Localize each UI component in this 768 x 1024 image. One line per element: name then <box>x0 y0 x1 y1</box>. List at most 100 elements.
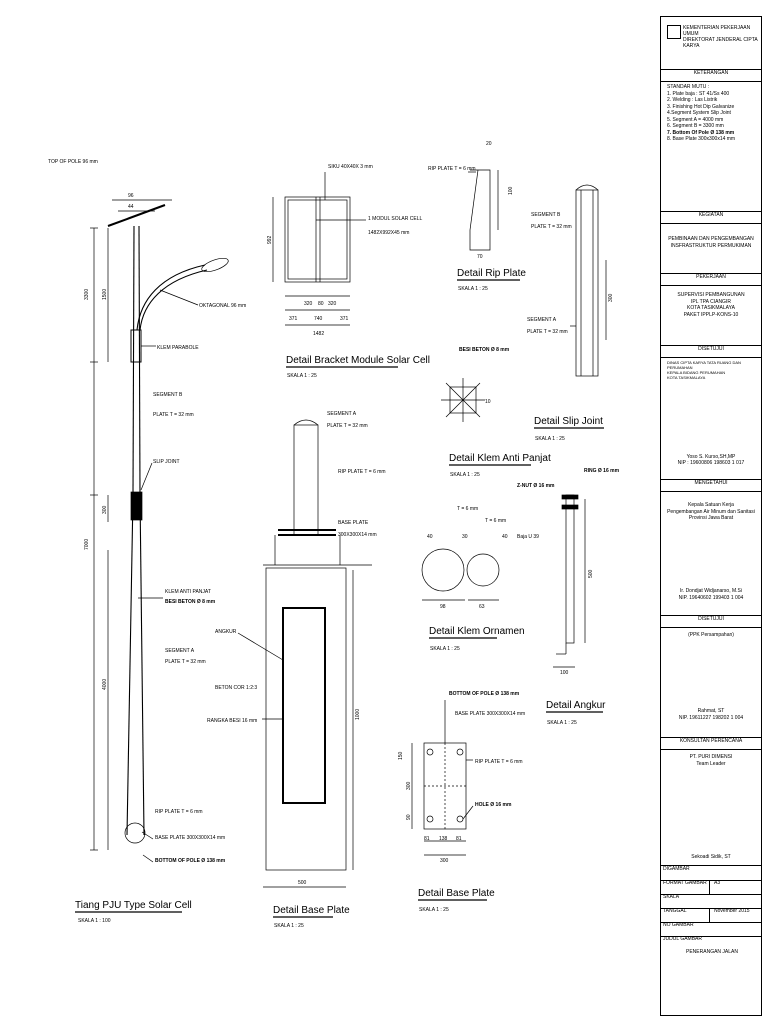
standar-0: STANDAR MUTU : <box>667 84 710 90</box>
disetujui-block: DINAS CIPTA KARYA TATA RUANG DAN PERUMAH… <box>661 357 761 479</box>
tanggal-row: TANGGAL November 2015 <box>661 908 761 923</box>
digambar-label: DIGAMBAR <box>663 866 690 872</box>
ornamen-scale: SKALA 1 : 25 <box>430 646 460 652</box>
rip-scale: SKALA 1 : 25 <box>458 286 488 292</box>
konsultan-block: PT. PURI DIMENSI Team Leader Sekoadi Sid… <box>661 749 761 865</box>
angkur-title: Detail Angkur <box>546 700 606 711</box>
angkur-detail: Z-NUT Ø 16 mm RING Ø 16 mm Baja U 39 500… <box>517 468 620 726</box>
ministry-line-1: KEMENTERIAN PEKERJAAN UMUM <box>683 25 751 37</box>
siku-label: SIKU 40X40X 3 mm <box>328 164 373 170</box>
judul-label: JUDUL GAMBAR <box>663 936 702 942</box>
klem-parabole-label: KLEM PARABOLE <box>157 345 199 351</box>
klem-panjat-scale: SKALA 1 : 25 <box>450 472 480 478</box>
signer3-nip: NIP. 19611227 198202 1 004 <box>678 714 744 721</box>
base1-scale: SKALA 1 : 25 <box>274 923 304 929</box>
base2-title: Detail Base Plate <box>418 888 495 899</box>
dim-740: 740 <box>314 316 323 322</box>
signer1-nip: NIP : 19600806 198603 1 017 <box>677 460 745 466</box>
no-gambar-row: NO GAMBAR <box>661 922 761 937</box>
slip-dim-300: 300 <box>608 293 614 302</box>
dim-3300: 3300 <box>84 289 90 300</box>
standar-mutu: STANDAR MUTU : 1. Plate baja : ST 41/Ss … <box>661 81 761 211</box>
digambar-row: DIGAMBAR <box>661 866 761 881</box>
base2-scale: SKALA 1 : 25 <box>419 907 449 913</box>
ornamen-98: 98 <box>440 604 446 610</box>
ppk: (PPK Persampahan) <box>688 632 734 638</box>
angkur-baja: Baja U 39 <box>517 534 539 540</box>
bp-dim-1000: 1000 <box>355 709 361 720</box>
modul-dim-label: 1482X992X45 mm <box>368 230 409 236</box>
bp-dim-500: 500 <box>298 880 307 886</box>
signer3: Rahmat, ST <box>697 708 725 714</box>
slip-title: Detail Slip Joint <box>534 416 603 427</box>
kegiatan-1: INSFRASTRUKTUR PERMUKIMAN <box>670 242 752 249</box>
base1-title: Detail Base Plate <box>273 905 350 916</box>
ministry-logo <box>667 25 681 39</box>
bracket-title: Detail Bracket Module Solar Cell <box>286 355 430 366</box>
signer2: Ir. Dondjat Widjanarso, M.Si <box>680 588 742 594</box>
keterangan-header: KETERANGAN <box>661 69 761 81</box>
skala-label: SKALA <box>663 894 680 900</box>
bp2-bottom-of-pole: BOTTOM OF POLE Ø 138 mm <box>449 691 520 697</box>
ornamen-63: 63 <box>479 604 485 610</box>
disetujui2-header: DISETUJUI <box>661 615 761 627</box>
ornamen-40: 40 <box>427 534 433 540</box>
ministry-line-2: DIREKTORAT JENDERAL CIPTA KARYA <box>683 37 758 49</box>
modul-solar-label: 1 MODUL SOLAR CELL <box>368 216 422 222</box>
ornamen-t6-a: T = 6 mm <box>457 506 478 512</box>
angkur-scale: SKALA 1 : 25 <box>547 720 577 726</box>
angkur-100: 100 <box>560 670 569 676</box>
no-gambar-label: NO GAMBAR <box>663 922 694 928</box>
dim-20: 20 <box>486 141 492 147</box>
konsultan-0: PT. PURI DIMENSI <box>689 754 733 760</box>
dim-1500: 1500 <box>102 289 108 300</box>
segment-b-label: SEGMENT B <box>153 392 183 398</box>
standar-3: 3. Finishing Hot Dip Galvanize <box>667 103 735 110</box>
klem-anti-panjat-detail: BESI BETON Ø 8 mm 10 Detail Klem Anti Pa… <box>441 347 551 478</box>
bp2-81: 81 <box>424 836 430 842</box>
bp2-hole: HOLE Ø 16 mm <box>475 802 512 808</box>
angkur-ring: RING Ø 16 mm <box>584 468 620 474</box>
pekerjaan: SUPERVISI PEMBANGUNAN IPL TPA CIANGIR KO… <box>661 285 761 345</box>
mengetahui-1: Pengembangan Air Minum dan Sanitasi <box>667 508 755 515</box>
bottom-of-pole-label: BOTTOM OF POLE Ø 138 mm <box>155 858 226 864</box>
bp-base-plate: BASE PLATE <box>338 520 369 526</box>
dim-992: 992 <box>267 235 273 244</box>
disetujui-2: KOTA TASIKMALAYA <box>667 375 706 380</box>
disetujui-header: DISETUJUI <box>661 345 761 357</box>
bp2-base-plate: BASE PLATE 300X300X14 mm <box>455 711 525 717</box>
oktagonal-label: OKTAGONAL 96 mm <box>199 303 246 309</box>
signer1: Yoso S. Kurso,SH,MP <box>686 454 736 460</box>
pekerjaan-0: SUPERVISI PEMBANGUNAN <box>677 292 745 298</box>
bp2-81b: 81 <box>456 836 462 842</box>
pekerjaan-3: PAKET IPPLP-KONS-10 <box>683 311 739 318</box>
klem-panjat-title: Detail Klem Anti Panjat <box>449 453 551 464</box>
standar-5: 5. Segment A = 4000 mm <box>667 116 724 123</box>
dim-10: 10 <box>485 399 491 405</box>
dim-96: 96 <box>128 193 134 199</box>
dim-44: 44 <box>128 204 134 210</box>
kegiatan-header: KEGIATAN <box>661 211 761 223</box>
base-plate-label: BASE PLATE 300X300X14 mm <box>155 835 225 841</box>
pekerjaan-header: PEKERJAAN <box>661 273 761 285</box>
angkur-500: 500 <box>588 569 594 578</box>
bracket-scale: SKALA 1 : 25 <box>287 373 317 379</box>
bp-beton-cor: BETON COR 1:2:3 <box>215 685 257 691</box>
standar-2: 2. Welding : Las Listrik <box>667 97 718 103</box>
dim-70: 70 <box>477 254 483 260</box>
format-row: FORMAT GAMBAR A3 <box>661 880 761 895</box>
rip-plate-6-label: RIP PLATE T = 6 mm <box>428 166 476 172</box>
ppk-block: (PPK Persampahan) Rahmat, ST NIP. 196112… <box>661 627 761 737</box>
bp2-300b: 300 <box>440 858 449 864</box>
slip-segment-a: SEGMENT A <box>527 317 557 323</box>
standar-7: 7. Bottom Of Pole Ø 138 mm <box>667 129 735 136</box>
tanggal-label: TANGGAL <box>663 908 687 914</box>
rip-plate-label: RIP PLATE T = 6 mm <box>155 809 203 815</box>
bracket-detail: SIKU 40X40X 3 mm 1 MODUL SOLAR CELL 1482… <box>267 164 430 379</box>
ornamen-title: Detail Klem Ornamen <box>429 626 525 637</box>
klem-besi-label: BESI BETON Ø 8 mm <box>459 347 510 353</box>
pekerjaan-2: KOTA TASIKMALAYA <box>687 305 735 311</box>
bp-angkur: ANGKUR <box>215 629 237 635</box>
standar-4: 4.Segment System Slip Joint <box>667 110 731 116</box>
